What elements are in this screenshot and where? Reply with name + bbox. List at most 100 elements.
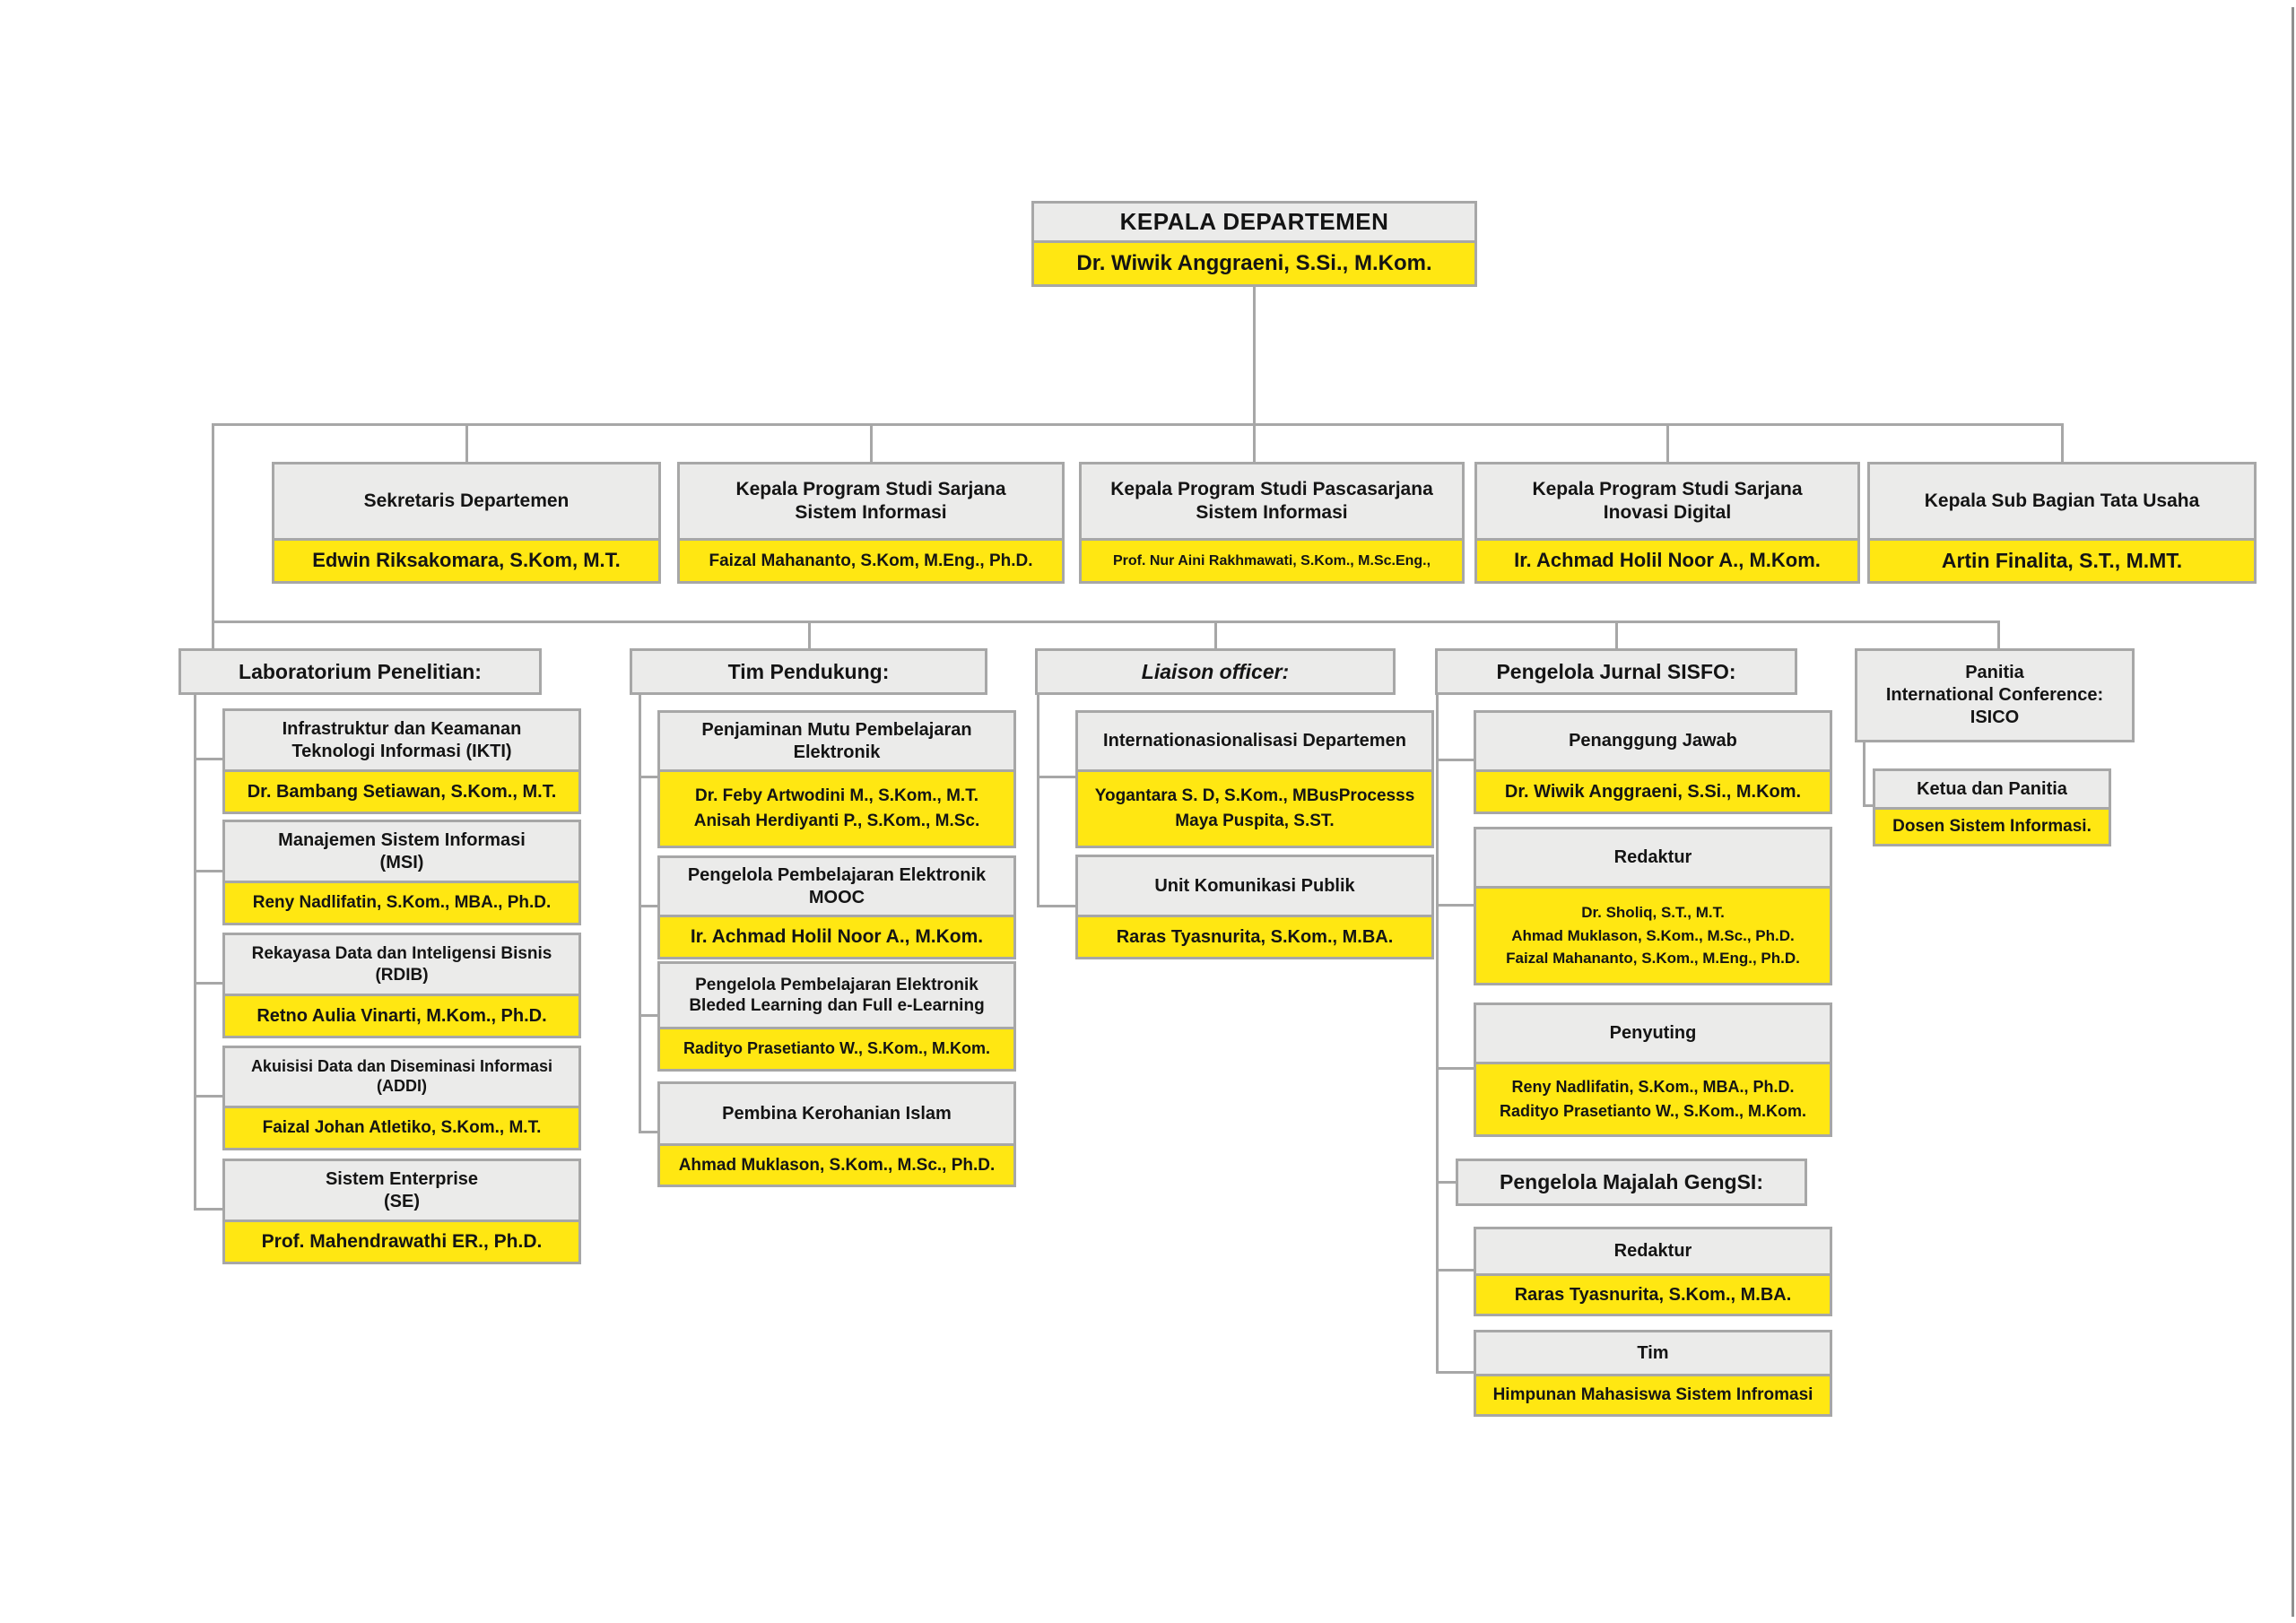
connector xyxy=(212,423,214,651)
node-title: Ketua dan Panitia xyxy=(1875,771,2109,810)
node-person: Prof. Mahendrawathi ER., Ph.D. xyxy=(225,1222,578,1262)
connector xyxy=(2061,423,2064,464)
node-lab-ikti: Infrastruktur dan Keamanan Teknologi Inf… xyxy=(222,708,581,814)
connector xyxy=(1436,695,1439,1374)
node-person: Dr. Wiwik Anggraeni, S.Si., M.Kom. xyxy=(1476,772,1830,812)
node-lab-rdib: Rekayasa Data dan Inteligensi Bisnis (RD… xyxy=(222,933,581,1038)
node-person: Himpunan Mahasiswa Sistem Infromasi xyxy=(1476,1376,1830,1414)
connector xyxy=(639,1131,659,1133)
node-kaprodi-pascasarjana-si: Kepala Program Studi Pascasarjana Sistem… xyxy=(1079,462,1465,584)
node-kepala-departemen: KEPALA DEPARTEMEN Dr. Wiwik Anggraeni, S… xyxy=(1031,201,1477,287)
node-tim-gengsi: Tim Himpunan Mahasiswa Sistem Infromasi xyxy=(1474,1330,1832,1417)
node-person: Reny Nadlifatin, S.Kom., MBA., Ph.D. xyxy=(225,883,578,923)
connector xyxy=(194,1095,224,1098)
connector xyxy=(1615,621,1618,651)
node-person: Retno Aulia Vinarti, M.Kom., Ph.D. xyxy=(225,996,578,1036)
node-person: Yogantara S. D, S.Kom., MBusProcesss May… xyxy=(1078,772,1431,846)
node-title: Pengelola Pembelajaran Elektronik Bleded… xyxy=(660,964,1013,1029)
node-penjaminan-mutu: Penjaminan Mutu Pembelajaran Elektronik … xyxy=(657,710,1016,848)
node-person: Ir. Achmad Holil Noor A., M.Kom. xyxy=(1477,541,1857,581)
node-unit-komunikasi-publik: Unit Komunikasi Publik Raras Tyasnurita,… xyxy=(1075,855,1434,959)
node-person: Raras Tyasnurita, S.Kom., M.BA. xyxy=(1078,917,1431,957)
node-person: Artin Finalita, S.T., M.MT. xyxy=(1870,541,2254,581)
node-title: Rekayasa Data dan Inteligensi Bisnis (RD… xyxy=(225,935,578,996)
connector xyxy=(1436,1181,1457,1184)
node-redaktur-gengsi: Redaktur Raras Tyasnurita, S.Kom., M.BA. xyxy=(1474,1227,1832,1316)
group-header-panitia-isico: Panitia International Conference: ISICO xyxy=(1855,648,2135,742)
node-ketua-dan-panitia: Ketua dan Panitia Dosen Sistem Informasi… xyxy=(1873,768,2111,846)
connector xyxy=(194,1208,224,1211)
group-header-liaison-officer: Liaison officer: xyxy=(1035,648,1396,695)
connector xyxy=(194,870,224,872)
connector xyxy=(639,695,641,1133)
node-title: Unit Komunikasi Publik xyxy=(1078,857,1431,917)
node-title: Kepala Program Studi Sarjana Inovasi Dig… xyxy=(1477,464,1857,541)
node-person: Dosen Sistem Informasi. xyxy=(1875,810,2109,844)
node-title: Kepala Sub Bagian Tata Usaha xyxy=(1870,464,2254,541)
connector xyxy=(1037,695,1039,907)
node-person: Ir. Achmad Holil Noor A., M.Kom. xyxy=(660,917,1013,957)
node-pengelola-mooc: Pengelola Pembelajaran Elektronik MOOC I… xyxy=(657,855,1016,959)
connector xyxy=(1863,804,1875,807)
node-person: Ahmad Muklason, S.Kom., M.Sc., Ph.D. xyxy=(660,1146,1013,1185)
connector xyxy=(1253,282,1256,425)
node-kasubag-tata-usaha: Kepala Sub Bagian Tata Usaha Artin Final… xyxy=(1867,462,2257,584)
connector xyxy=(1997,621,2000,651)
node-person: Faizal Johan Atletiko, S.Kom., M.T. xyxy=(225,1108,578,1148)
node-title: Akuisisi Data dan Diseminasi Informasi (… xyxy=(225,1048,578,1108)
node-person: Prof. Nur Aini Rakhmawati, S.Kom., M.Sc.… xyxy=(1082,541,1462,581)
connector xyxy=(194,695,196,1211)
node-title: KEPALA DEPARTEMEN xyxy=(1034,204,1474,243)
connector xyxy=(1037,905,1077,907)
node-title: Pengelola Pembelajaran Elektronik MOOC xyxy=(660,858,1013,917)
node-person: Dr. Feby Artwodini M., S.Kom., M.T. Anis… xyxy=(660,772,1013,846)
connector xyxy=(808,621,811,651)
node-person: Faizal Mahananto, S.Kom, M.Eng., Ph.D. xyxy=(680,541,1062,581)
node-pengelola-blended: Pengelola Pembelajaran Elektronik Bleded… xyxy=(657,961,1016,1072)
node-title: Pembina Kerohanian Islam xyxy=(660,1084,1013,1146)
node-kaprodi-sarjana-si: Kepala Program Studi Sarjana Sistem Info… xyxy=(677,462,1065,584)
connector xyxy=(1214,621,1217,651)
node-person: Edwin Riksakomara, S.Kom, M.T. xyxy=(274,541,658,581)
node-title: Redaktur xyxy=(1476,829,1830,889)
node-redaktur-sisfo: Redaktur Dr. Sholiq, S.T., M.T. Ahmad Mu… xyxy=(1474,827,1832,985)
node-kaprodi-inovasi-digital: Kepala Program Studi Sarjana Inovasi Dig… xyxy=(1474,462,1860,584)
node-person: Raras Tyasnurita, S.Kom., M.BA. xyxy=(1476,1276,1830,1314)
node-penanggung-jawab: Penanggung Jawab Dr. Wiwik Anggraeni, S.… xyxy=(1474,710,1832,814)
connector xyxy=(212,621,2000,623)
node-internasionalisasi: Internationasionalisasi Departemen Yogan… xyxy=(1075,710,1434,848)
node-person: Dr. Bambang Setiawan, S.Kom., M.T. xyxy=(225,772,578,812)
node-title: Penanggung Jawab xyxy=(1476,713,1830,772)
connector xyxy=(1436,1067,1475,1070)
connector xyxy=(1037,776,1077,778)
node-title: Penjaminan Mutu Pembelajaran Elektronik xyxy=(660,713,1013,772)
node-penyuting: Penyuting Reny Nadlifatin, S.Kom., MBA.,… xyxy=(1474,1002,1832,1137)
node-pembina-kerohanian: Pembina Kerohanian Islam Ahmad Muklason,… xyxy=(657,1081,1016,1187)
node-title: Sistem Enterprise (SE) xyxy=(225,1161,578,1222)
node-title: Kepala Program Studi Sarjana Sistem Info… xyxy=(680,464,1062,541)
node-title: Sekretaris Departemen xyxy=(274,464,658,541)
node-lab-msi: Manajemen Sistem Informasi (MSI) Reny Na… xyxy=(222,820,581,925)
group-header-laboratorium: Laboratorium Penelitian: xyxy=(178,648,542,695)
connector xyxy=(1863,742,1866,807)
connector xyxy=(639,1014,659,1017)
connector xyxy=(870,423,873,464)
node-title: Redaktur xyxy=(1476,1229,1830,1276)
node-person: Dr. Wiwik Anggraeni, S.Si., M.Kom. xyxy=(1034,243,1474,284)
connector xyxy=(1436,1269,1475,1271)
node-title: Internationasionalisasi Departemen xyxy=(1078,713,1431,772)
node-title: Tim xyxy=(1476,1332,1830,1376)
node-lab-se: Sistem Enterprise (SE) Prof. Mahendrawat… xyxy=(222,1159,581,1264)
node-lab-addi: Akuisisi Data dan Diseminasi Informasi (… xyxy=(222,1046,581,1150)
node-person: Radityo Prasetianto W., S.Kom., M.Kom. xyxy=(660,1029,1013,1069)
group-header-tim-pendukung: Tim Pendukung: xyxy=(630,648,987,695)
page-edge-line xyxy=(2292,7,2294,1617)
connector xyxy=(212,423,2064,426)
node-sekretaris-departemen: Sekretaris Departemen Edwin Riksakomara,… xyxy=(272,462,661,584)
connector xyxy=(194,758,224,760)
node-title: Infrastruktur dan Keamanan Teknologi Inf… xyxy=(225,711,578,772)
connector xyxy=(639,905,659,907)
connector xyxy=(1666,423,1669,464)
subgroup-header-majalah-gengsi: Pengelola Majalah GengSI: xyxy=(1456,1159,1807,1206)
